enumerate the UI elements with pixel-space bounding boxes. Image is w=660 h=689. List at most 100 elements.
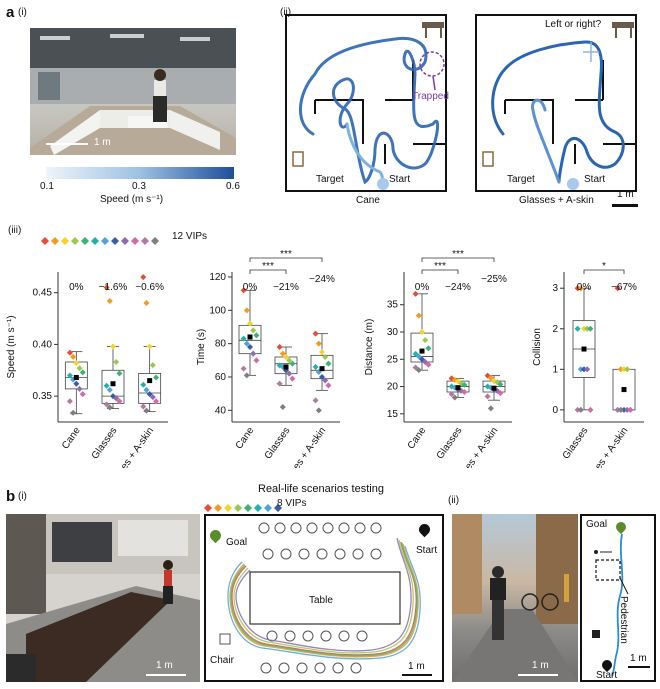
y-axis-label: Time (s) bbox=[196, 329, 207, 365]
room-chair-label: Chair bbox=[210, 655, 234, 666]
significance-label: *** bbox=[434, 261, 446, 272]
data-point bbox=[412, 290, 419, 297]
vip-legend-b-label: 8 VIPs bbox=[277, 498, 307, 509]
data-point bbox=[70, 409, 77, 416]
data-point bbox=[149, 394, 156, 401]
percent-annotation: 0% bbox=[577, 282, 592, 293]
data-point bbox=[79, 369, 86, 376]
box-mean bbox=[455, 385, 461, 391]
y-tick-label: 15 bbox=[387, 409, 399, 420]
y-tick-label: 120 bbox=[209, 272, 226, 283]
data-point bbox=[419, 329, 425, 335]
data-point bbox=[143, 300, 150, 307]
significance-bracket bbox=[249, 257, 323, 262]
y-axis-label: Collision bbox=[532, 328, 543, 366]
data-point bbox=[66, 372, 73, 379]
room-map: Goal Start Table Chair 1 m bbox=[204, 514, 444, 682]
data-point bbox=[621, 406, 627, 413]
data-point bbox=[312, 364, 319, 370]
box-mean bbox=[283, 364, 289, 370]
x-tick-label: Glasses bbox=[561, 425, 591, 461]
data-point bbox=[581, 325, 587, 332]
data-point bbox=[253, 357, 260, 364]
y-axis-label: Distance (m) bbox=[364, 319, 375, 376]
data-point bbox=[106, 404, 113, 411]
significance-bracket bbox=[249, 269, 287, 274]
percent-annotation: −24% bbox=[445, 282, 471, 293]
box-mean bbox=[247, 334, 253, 340]
street-map-drawing bbox=[592, 533, 629, 677]
percent-annotation: 0% bbox=[243, 282, 258, 293]
y-tick-label: 0.45 bbox=[33, 288, 53, 299]
street-map-scale-bar bbox=[628, 666, 650, 668]
data-point bbox=[461, 389, 468, 395]
data-point bbox=[415, 312, 422, 319]
box-iqr bbox=[138, 372, 162, 404]
data-point bbox=[240, 287, 247, 294]
data-point bbox=[153, 374, 160, 381]
photo-scale-bar bbox=[46, 143, 88, 145]
panel-b-title: Real-life scenarios testing bbox=[258, 483, 384, 495]
panel-a-sub-iii: (iii) bbox=[8, 225, 22, 236]
y-tick-label: 1 bbox=[552, 364, 558, 375]
data-point bbox=[624, 366, 631, 373]
data-point bbox=[422, 359, 429, 365]
street-illustration bbox=[452, 514, 578, 682]
legend-marker bbox=[61, 237, 69, 245]
meeting-room-illustration bbox=[6, 514, 200, 682]
data-point bbox=[279, 404, 286, 410]
y-tick-label: 20 bbox=[387, 382, 399, 393]
vip-legend-b-markers bbox=[203, 500, 282, 512]
percent-annotation: −24% bbox=[309, 274, 335, 285]
data-point bbox=[322, 377, 329, 384]
panel-b-sub-ii: (ii) bbox=[448, 495, 460, 506]
box-iqr bbox=[101, 369, 125, 404]
room-goal-label: Goal bbox=[226, 537, 248, 548]
speed-colorbar bbox=[46, 167, 234, 179]
data-point bbox=[110, 393, 116, 400]
data-point bbox=[250, 350, 257, 357]
data-point bbox=[143, 407, 150, 414]
legend-marker bbox=[41, 237, 49, 245]
legend-marker bbox=[141, 237, 149, 245]
data-point bbox=[243, 307, 250, 314]
data-point bbox=[243, 372, 250, 379]
colorbar-tick-2: 0.6 bbox=[226, 181, 240, 192]
data-point bbox=[487, 405, 494, 412]
street-photo: 1 m bbox=[452, 514, 578, 682]
data-point bbox=[253, 332, 260, 339]
data-point bbox=[113, 359, 120, 365]
legend-marker bbox=[214, 504, 222, 512]
data-point bbox=[621, 366, 627, 373]
data-point bbox=[319, 349, 325, 355]
data-point bbox=[283, 354, 289, 360]
data-point bbox=[617, 366, 624, 373]
data-point bbox=[73, 360, 80, 367]
data-point bbox=[79, 391, 86, 398]
maze-room-photo: 1 m bbox=[30, 28, 236, 155]
data-point bbox=[103, 284, 110, 291]
room-scale-label: 1 m bbox=[408, 661, 425, 672]
x-tick-label: Cane bbox=[60, 425, 83, 451]
data-point bbox=[140, 403, 147, 410]
maze-cane-target: Target bbox=[316, 174, 344, 185]
y-tick-label: 35 bbox=[387, 300, 399, 311]
data-point bbox=[319, 374, 325, 380]
box-mean bbox=[419, 348, 425, 354]
data-point bbox=[116, 398, 123, 405]
percent-annotation: −21% bbox=[273, 282, 299, 293]
data-point bbox=[153, 398, 160, 405]
colorbar-tick-1: 0.3 bbox=[132, 181, 146, 192]
maze-cane bbox=[285, 14, 447, 192]
legend-marker bbox=[71, 237, 79, 245]
y-tick-label: 40 bbox=[215, 405, 227, 416]
data-point bbox=[448, 383, 455, 390]
data-point bbox=[289, 360, 296, 367]
maze-glasses-question: Left or right? bbox=[545, 19, 602, 30]
data-point bbox=[587, 325, 594, 332]
data-point bbox=[584, 325, 591, 332]
data-point bbox=[448, 375, 455, 382]
x-tick-label: Cane bbox=[234, 425, 257, 451]
data-point bbox=[279, 350, 286, 357]
